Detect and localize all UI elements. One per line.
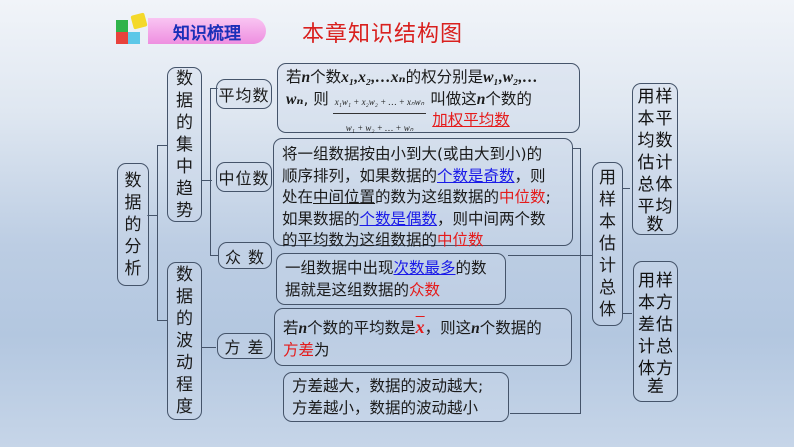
connector (210, 255, 218, 257)
weighted-mean-formula: x₁w₁ + x₂w₂ + … + xₙwₙ w₁ + w₂ + … + wₙ (332, 92, 427, 140)
connector (157, 145, 159, 320)
node-sample-mean-estimate: 用样 本平 均数 估计 总体 平均 数 (632, 83, 678, 235)
connector (508, 255, 581, 257)
concept-mean: 平均数 (216, 79, 272, 109)
badge-label: 知识梳理 (173, 23, 241, 44)
connector (581, 255, 593, 257)
concept-mode: 众 数 (218, 242, 272, 269)
x-bar-symbol: x (415, 317, 425, 337)
variance-note: 方差越大，数据的波动越大; 方差越小，数据的波动越小 (283, 372, 509, 422)
definition-median: 将一组数据按由小到大(或由大到小)的 顺序排列，如果数据的个数是奇数，则 处在中… (273, 138, 573, 249)
definition-variance: 若n个数的平均数是x，则这n个数据的 方差为 (274, 308, 572, 366)
node-sample-variance-estimate: 用样 本方 差估 计总 体方 差 (633, 261, 678, 402)
connector (210, 88, 212, 256)
connector (202, 180, 212, 182)
connector (157, 145, 167, 147)
concept-variance: 方 差 (217, 333, 272, 359)
connector (210, 88, 218, 90)
connector (147, 215, 157, 217)
connector (580, 148, 582, 414)
connector (157, 320, 167, 322)
branch-dispersion: 数据的波动程度 (167, 262, 202, 420)
badge-logo-icon (114, 12, 150, 46)
connector (202, 347, 216, 349)
connector (572, 148, 581, 150)
badge-pill: 知识梳理 (148, 18, 266, 44)
weighted-mean-term: 加权平均数 (432, 111, 510, 129)
definition-mode: 一组数据中出现次数最多的数 据就是这组数据的众数 (276, 253, 506, 305)
connector (622, 313, 632, 315)
root-node-data-analysis: 数据的分析 (117, 163, 149, 286)
header-badge: 知识梳理 (114, 12, 268, 46)
connector (510, 413, 581, 415)
concept-median: 中位数 (216, 162, 272, 192)
branch-central-tendency: 数据的集中趋势 (167, 67, 202, 222)
definition-mean: 若n个数x₁,x₂,…xₙ的权分别是w₁,w₂,… wₙ, 则 x₁w₁ + x… (277, 63, 580, 133)
connector (622, 188, 630, 190)
node-sample-estimate-population: 用样本估计总体 (592, 162, 623, 326)
page-title: 本章知识结构图 (302, 22, 464, 47)
